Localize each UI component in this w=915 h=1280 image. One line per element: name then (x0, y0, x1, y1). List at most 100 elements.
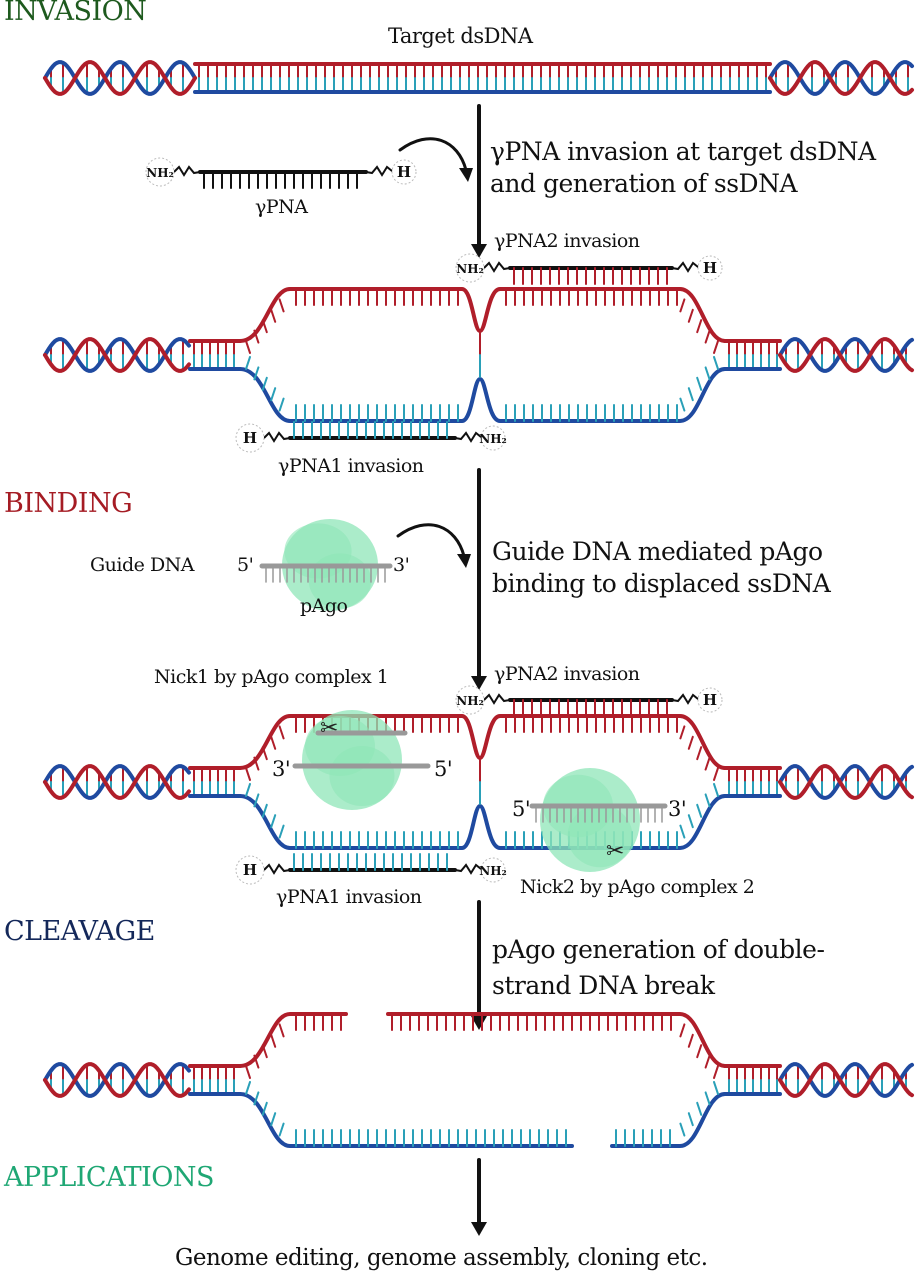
ypna2-probe-1-linker-right (671, 261, 699, 273)
ypna1-probe-1-left-cap (235, 423, 265, 453)
nick1-label: Nick1 by pAgo complex 1 (154, 666, 389, 688)
cleaved-bubble-helix-right-red-strand (778, 1062, 914, 1098)
outcome-text: Genome editing, genome assembly, cloning… (175, 1245, 708, 1271)
invasion-bubble-helix-left-red-strand (43, 337, 191, 373)
binding-bubble-base (713, 767, 719, 781)
nick2-label: Nick2 by pAgo complex 2 (520, 876, 755, 898)
ypna2-probe-2-right-cap (697, 687, 723, 713)
ypna1-probe-2-right-cap (480, 857, 506, 883)
ypna2-probe-2-linker-right (671, 693, 699, 705)
cleaved-bubble-base (713, 1081, 719, 1095)
invasion-bubble-base (687, 387, 694, 402)
step2-line1: Guide DNA mediated pAgo (492, 537, 823, 566)
ypna1-probe-2-right-cap-label: NH₂ (479, 864, 507, 878)
ypna1-probe-1-linker-right (454, 431, 482, 443)
cleaved-bubble-red-strand-left (238, 1012, 348, 1068)
binding-bubble-base (270, 735, 277, 750)
nick1-three-prime: 3' (272, 757, 291, 781)
cleaved-bubble-base (696, 1044, 703, 1059)
cleaved-bubble-base (261, 1044, 268, 1059)
step2-line2: binding to displaced ssDNA (492, 569, 831, 598)
invasion-bubble-base (253, 329, 260, 344)
ypna1-label-2: γPNA1 invasion (276, 886, 422, 908)
binding-bubble-base (696, 803, 703, 818)
ypna2-probe-2-left-cap-label: NH₂ (456, 694, 484, 708)
cleaved-bubble-blue-strand-left (238, 1092, 574, 1148)
ypna2-probe-1-right-cap-label: H (703, 259, 717, 277)
ypna1-probe-1-right-cap (480, 425, 506, 451)
binding-bubble-base (270, 814, 277, 829)
cleaved-bubble-base (696, 1101, 703, 1116)
cleaved-bubble-base (687, 1033, 694, 1048)
curved-arrow-1 (398, 137, 468, 172)
ypna-probe-right-cap (391, 159, 417, 185)
invasion-bubble-base (270, 308, 277, 323)
ypna2-probe-1-left-cap (455, 253, 485, 283)
ypna1-probe-1-left-cap-label: H (243, 429, 257, 447)
cleaved-bubble-base (278, 1023, 285, 1038)
target-helix-right-blue-strand (768, 60, 914, 96)
invasion-bubble-base (679, 298, 686, 313)
curved-arrow-1-head (459, 168, 473, 182)
binding-bubble-base (253, 793, 260, 808)
scissors-icon-1: ✂ (320, 716, 338, 741)
cleaved-bubble-base (278, 1122, 285, 1137)
binding-bubble-base (261, 746, 268, 761)
nick2-five-prime: 5' (512, 797, 531, 821)
invasion-bubble-blue-strand (238, 367, 727, 423)
binding-bubble-red-strand (238, 714, 727, 770)
binding-bubble-base (687, 814, 694, 829)
invasion-bubble-helix-right-red-strand (778, 337, 914, 373)
ypna-probe-linker-right (365, 165, 393, 177)
ypna1-probe-2-left-cap-label: H (243, 861, 257, 879)
step3-line2: strand DNA break (492, 971, 715, 1000)
cleaved-bubble-base (270, 1112, 277, 1127)
section-cleavage: CLEAVAGE (4, 916, 155, 947)
ypna1-probe-2-left-cap (235, 855, 265, 885)
invasion-bubble-red-strand (238, 287, 727, 343)
step1-line1: γPNA invasion at target dsDNA (490, 137, 876, 166)
invasion-bubble-base (261, 319, 268, 334)
ypna1-probe-2-linker-right (454, 863, 482, 875)
nick2-three-prime: 3' (668, 797, 687, 821)
ypna1-label-1: γPNA1 invasion (278, 455, 424, 477)
binding-bubble-base (253, 756, 260, 771)
cleaved-bubble-base (704, 1054, 711, 1069)
arrow-step1-head (471, 244, 487, 258)
binding-bubble-base (679, 824, 686, 839)
cleaved-bubble-blue-strand-right (610, 1092, 727, 1148)
ypna-probe-right-cap-label: H (397, 163, 411, 181)
cleaved-bubble-base (245, 1081, 251, 1095)
invasion-bubble-base (704, 329, 711, 344)
curved-arrow-2-head (457, 554, 471, 568)
invasion-bubble-base (704, 366, 711, 381)
ypna2-label-1: γPNA2 invasion (494, 230, 640, 252)
arrow-step4-head (471, 1222, 487, 1236)
cleaved-bubble-base (679, 1122, 686, 1137)
binding-bubble-blue-strand (238, 794, 727, 850)
target-helix-left-blue-strand (43, 60, 197, 96)
invasion-bubble-base (245, 340, 251, 354)
three-prime-label: 3' (393, 554, 410, 576)
invasion-bubble-base (713, 356, 719, 370)
pago-label: pAgo (300, 595, 348, 617)
invasion-bubble-base (245, 356, 251, 370)
cleaved-bubble-helix-right-blue-strand (778, 1062, 914, 1098)
cleaved-bubble-red-strand-right (386, 1012, 727, 1068)
cleaved-bubble-base (713, 1065, 719, 1079)
nick1-five-prime: 5' (434, 757, 453, 781)
ypna-probe-left-cap (145, 157, 175, 187)
ypna2-probe-2-right-cap-label: H (703, 691, 717, 709)
cleaved-bubble-base (261, 1101, 268, 1116)
ypna1-probe-2-linker-left (263, 863, 291, 875)
ypna2-probe-1-right-cap (697, 255, 723, 281)
invasion-bubble-base (696, 376, 703, 391)
binding-bubble-base (696, 746, 703, 761)
ypna2-probe-2-linker-left (483, 693, 511, 705)
binding-bubble-base (713, 783, 719, 797)
binding-bubble-base (245, 767, 251, 781)
cleaved-bubble-base (253, 1054, 260, 1069)
five-prime-label: 5' (237, 554, 254, 576)
binding-bubble-base (704, 756, 711, 771)
